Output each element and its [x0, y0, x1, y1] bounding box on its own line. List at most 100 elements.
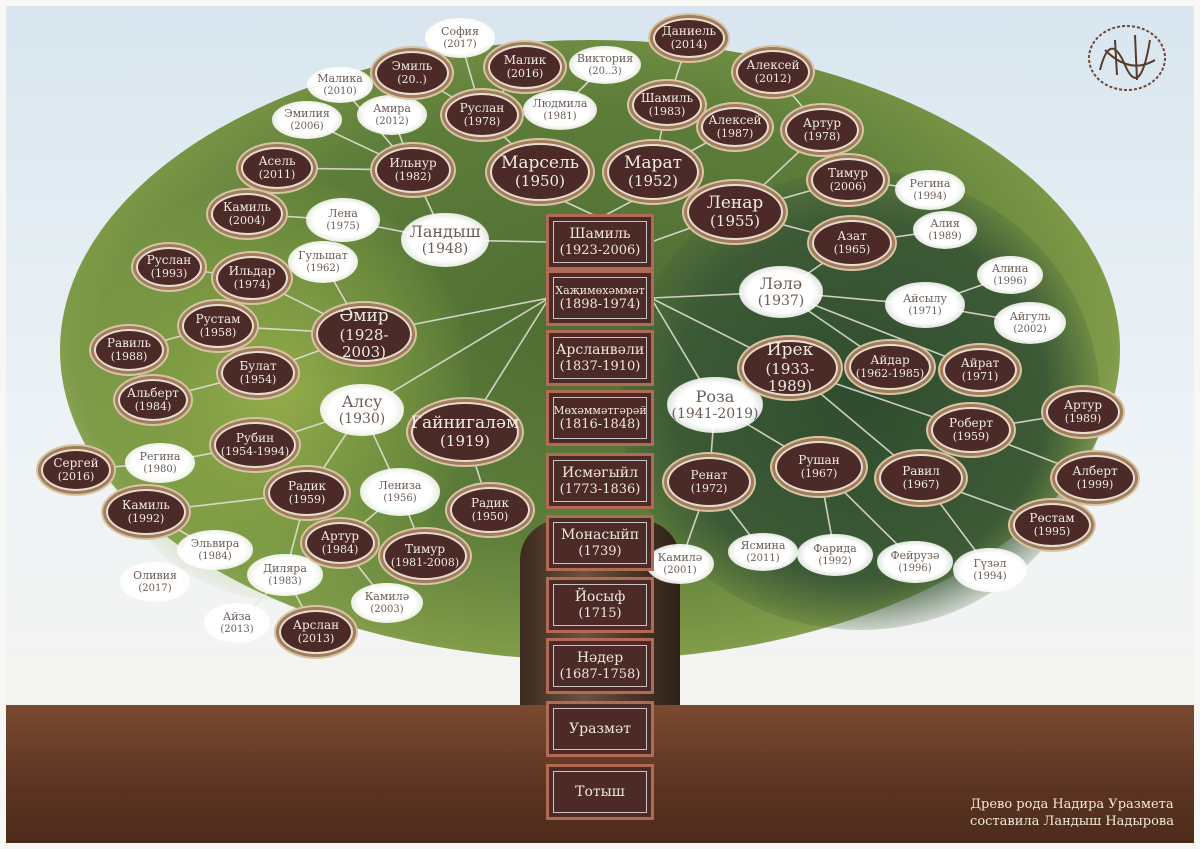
person-name: Алсу — [341, 391, 383, 411]
male-node: Радик(1959) — [270, 472, 344, 514]
person-years: (1994) — [913, 190, 947, 202]
female-node: Амира(2012) — [357, 95, 427, 135]
male-node: Алексей(1987) — [703, 109, 767, 145]
male-node: Даниель(2014) — [655, 20, 723, 56]
male-node: Арслан(2013) — [281, 612, 351, 652]
person-years: (2012) — [754, 71, 792, 85]
person-years: (1983) — [648, 104, 686, 118]
male-node: Әмир(1928-2003) — [318, 305, 410, 360]
male-node: Айрат(1971) — [945, 350, 1015, 390]
male-node: Ленар(1955) — [689, 186, 781, 238]
lineage-box: Монасыйп(1739) — [549, 518, 651, 568]
person-years: (1967) — [800, 466, 838, 480]
person-years: (1948) — [421, 241, 469, 258]
ancestor-years: (1739) — [578, 543, 622, 559]
person-name: Ирек — [766, 339, 814, 360]
person-name: Рөстам — [1029, 510, 1075, 525]
person-name: Тимур — [404, 541, 446, 556]
person-name: Оливия — [133, 568, 177, 582]
person-years: (2004) — [228, 213, 266, 227]
ancestor-years: (1923-2006) — [559, 242, 641, 258]
person-years: (1954) — [239, 372, 277, 386]
person-years: (1981-2008) — [390, 555, 460, 569]
female-node: Гульшат(1962) — [288, 241, 358, 283]
female-node: Гүзәл(1994) — [953, 548, 1027, 592]
person-name: Асель — [258, 153, 296, 168]
person-years: (2010) — [323, 85, 357, 97]
male-node: Айдар(1962-1985) — [851, 346, 929, 388]
female-node: Диляра(1983) — [247, 554, 323, 596]
credits-line-1: Древо рода Надира Уразмета — [970, 796, 1174, 812]
calligraphy-logo — [1088, 25, 1166, 91]
person-years: (1981) — [543, 110, 577, 122]
female-node: Алина(1996) — [977, 256, 1043, 294]
person-name: София — [441, 24, 479, 38]
person-name: Амира — [373, 101, 411, 115]
person-years: (1992) — [127, 511, 165, 525]
female-node: Алсу(1930) — [320, 384, 404, 436]
female-node: Регина(1994) — [895, 170, 965, 210]
person-years: (1974) — [233, 277, 271, 291]
female-node: Оливия(2017) — [120, 562, 190, 602]
person-name: Ясмина — [740, 538, 786, 552]
person-years: (1950) — [515, 172, 565, 191]
person-years: (1933-1989) — [765, 359, 815, 395]
female-node: Ләлә(1937) — [739, 266, 823, 318]
person-years: (1988) — [110, 349, 148, 363]
male-node: Радик(1950) — [452, 489, 528, 531]
female-node: София(2017) — [425, 18, 495, 58]
female-node: Лениза(1956) — [360, 468, 440, 516]
person-years: (2012) — [375, 115, 409, 127]
female-node: Роза(1941-2019) — [667, 377, 763, 433]
person-years: (1972) — [690, 481, 728, 495]
person-years: (2011) — [746, 552, 780, 564]
male-node: Гайнигаләм(1919) — [411, 404, 519, 460]
person-years: (1984) — [134, 399, 172, 413]
person-name: Айсылу — [902, 291, 948, 305]
person-name: Айдар — [870, 352, 910, 367]
person-name: Алберт — [1072, 463, 1118, 478]
person-name: Камилә — [364, 589, 410, 603]
male-node: Руслан(1978) — [447, 95, 517, 135]
person-years: (1962-1985) — [855, 366, 925, 380]
person-name: Руслан — [146, 252, 192, 267]
female-node: Виктория(20..3) — [569, 46, 641, 84]
female-node: Айсылу(1971) — [885, 282, 965, 328]
female-node: Алия(1989) — [913, 211, 977, 249]
person-years: (1959) — [952, 429, 990, 443]
person-name: Виктория — [576, 51, 634, 65]
person-name: Эльвира — [190, 536, 240, 550]
female-node: Айза(2013) — [204, 603, 270, 643]
person-name: Лениза — [378, 478, 422, 492]
ancestor-name: Шамиль — [569, 225, 631, 242]
person-name: Камиль — [122, 497, 170, 512]
person-name: Регина — [139, 449, 181, 463]
ancestor-name: Арсланвәли — [555, 341, 645, 358]
male-node: Равил(1967) — [881, 456, 961, 500]
person-name: Фейрузә — [890, 548, 940, 562]
person-years: (1994) — [973, 570, 1007, 582]
person-name: Артур — [802, 115, 842, 130]
ancestor-name: Хаҗимөхәммәт — [555, 283, 645, 297]
person-years: (1958) — [199, 325, 237, 339]
person-name: Сергей — [53, 455, 99, 470]
person-years: (1978) — [463, 114, 501, 128]
person-years: (1937) — [757, 293, 805, 310]
male-node: Камиль(1992) — [108, 491, 184, 533]
person-name: Тимур — [827, 165, 869, 180]
person-years: (1996) — [898, 562, 932, 574]
male-node: Азат(1965) — [814, 222, 890, 264]
person-name: Әмир — [339, 305, 389, 326]
male-node: Рустам(1958) — [184, 306, 252, 346]
person-name: Айгуль — [1009, 309, 1051, 323]
female-node: Эмилия(2006) — [272, 101, 342, 139]
person-name: Равил — [902, 463, 940, 478]
person-years: (1982) — [394, 169, 432, 183]
credits-line-2: составила Ландыш Надырова — [970, 814, 1174, 830]
person-years: (1996) — [993, 275, 1027, 287]
ancestor-name: Уразмәт — [569, 720, 631, 737]
lineage-box: Шамиль(1923-2006) — [549, 217, 651, 267]
ancestor-years: (1898-1974) — [559, 296, 641, 312]
person-years: (1919) — [440, 432, 490, 451]
male-node: Артур(1984) — [307, 524, 373, 562]
